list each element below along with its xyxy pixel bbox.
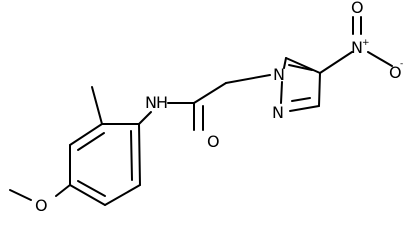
benzene-bond-c2-c3 bbox=[69, 123, 103, 146]
methylene-to-pyrazole-bond bbox=[225, 74, 271, 84]
pyrazole-bond-c3-c4 bbox=[318, 72, 321, 107]
pyrazole-bond-c5-n1 bbox=[283, 57, 287, 69]
carbonyl-oxygen-label: O bbox=[207, 132, 220, 151]
amide-nitrogen-label: N bbox=[145, 93, 157, 112]
pyrazole-bond-n1-n2 bbox=[280, 81, 283, 104]
ring-to-amide-nitrogen-bond bbox=[138, 111, 152, 125]
nitro-right-oxygen-label: O bbox=[389, 63, 402, 82]
methyl-bond bbox=[91, 86, 103, 125]
pyrazole-n2-label: N bbox=[272, 103, 284, 122]
benzene-inner-bond-c4-c5 bbox=[77, 180, 106, 197]
pyrazole-inner-bond-c4-c5 bbox=[288, 64, 313, 71]
methoxy-oxygen-carbon-bond bbox=[9, 189, 32, 201]
amide-hydrogen-label: H bbox=[156, 93, 168, 112]
pyrazole-bond-n2-c3 bbox=[289, 105, 320, 112]
benzene-inner-bond-c2-c3 bbox=[77, 132, 105, 151]
pyrazole-ring: N N bbox=[272, 57, 321, 122]
nitro-top-oxygen-label: O bbox=[351, 0, 364, 17]
ring-to-nitro-bond bbox=[319, 51, 353, 74]
benzene-ring bbox=[69, 123, 141, 206]
nitro-right-oxygen-bond bbox=[367, 51, 393, 67]
chemical-structure: O N H O N N N + O O - bbox=[9, 0, 403, 215]
pyrazole-bond-c4-c5 bbox=[285, 57, 321, 74]
methoxy-ring-oxygen-bond bbox=[55, 184, 71, 197]
benzene-bond-c4-c5 bbox=[69, 184, 106, 206]
carbonyl-to-methylene-bond bbox=[193, 82, 227, 104]
nitro-nitrogen-label: N bbox=[351, 38, 363, 57]
benzene-bond-c5-c6 bbox=[104, 184, 141, 206]
pyrazole-inner-bond-n2-c3 bbox=[291, 97, 311, 102]
nitro-cation-charge: + bbox=[362, 38, 370, 48]
pyrazole-n1-label: N bbox=[273, 65, 285, 84]
benzene-inner-bond-c6-c1 bbox=[130, 130, 133, 181]
nitro-anion-charge: - bbox=[400, 59, 403, 69]
benzene-bond-c6-c1 bbox=[138, 123, 141, 186]
methoxy-oxygen-label: O bbox=[35, 196, 48, 215]
